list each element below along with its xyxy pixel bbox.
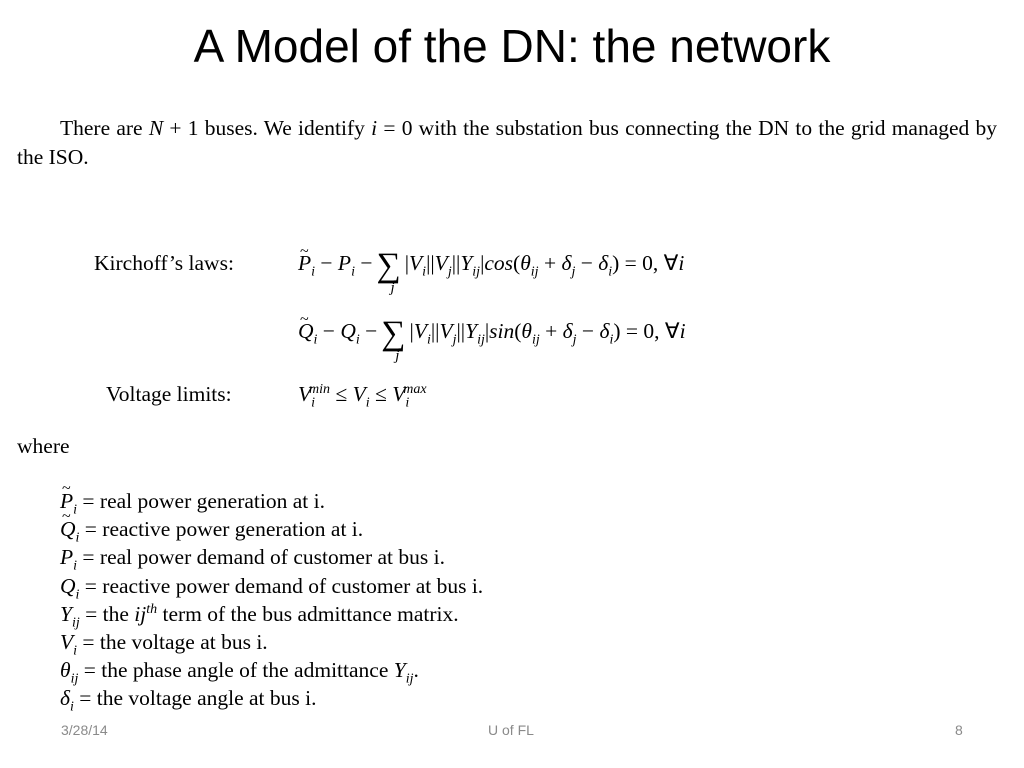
- equation-voltage-limits: Vimin ≤ Vi ≤ Vimax: [298, 381, 427, 411]
- intro-paragraph: There are N + 1 buses. We identify i = 0…: [17, 116, 998, 169]
- slide-title: A Model of the DN: the network: [193, 20, 831, 72]
- equation-real-power: Pi − Pi −∑j|Vi||Vj||Yij|cos(θij + δj − δ…: [298, 237, 684, 296]
- where-label: where: [17, 434, 70, 458]
- footer-center: U of FL: [488, 722, 534, 738]
- definition-item: Pi = real power demand of customer at bu…: [60, 545, 445, 574]
- kirchoff-label: Kirchoff’s laws:: [94, 251, 234, 275]
- equation-reactive-power: Qi − Qi −∑j|Vi||Vj||Yij|sin(θij + δj − δ…: [298, 305, 686, 364]
- definitions-list: Pi = real power generation at i. Qi = re…: [60, 475, 960, 715]
- footer-date: 3/28/14: [61, 722, 108, 738]
- definition-item: Vi = the voltage at bus i.: [60, 630, 268, 659]
- definition-item: θij = the phase angle of the admittance …: [60, 658, 419, 687]
- definition-item: Yij = the ijth term of the bus admittanc…: [60, 601, 459, 631]
- definition-item: Qi = reactive power demand of customer a…: [60, 573, 484, 602]
- definition-item: δi = the voltage angle at bus i.: [60, 686, 317, 715]
- footer-page-number: 8: [955, 722, 963, 738]
- definition-item: Pi = real power generation at i.: [60, 475, 960, 517]
- definition-item: Qi = reactive power generation at i.: [60, 503, 960, 545]
- voltage-limits-label: Voltage limits:: [106, 382, 232, 406]
